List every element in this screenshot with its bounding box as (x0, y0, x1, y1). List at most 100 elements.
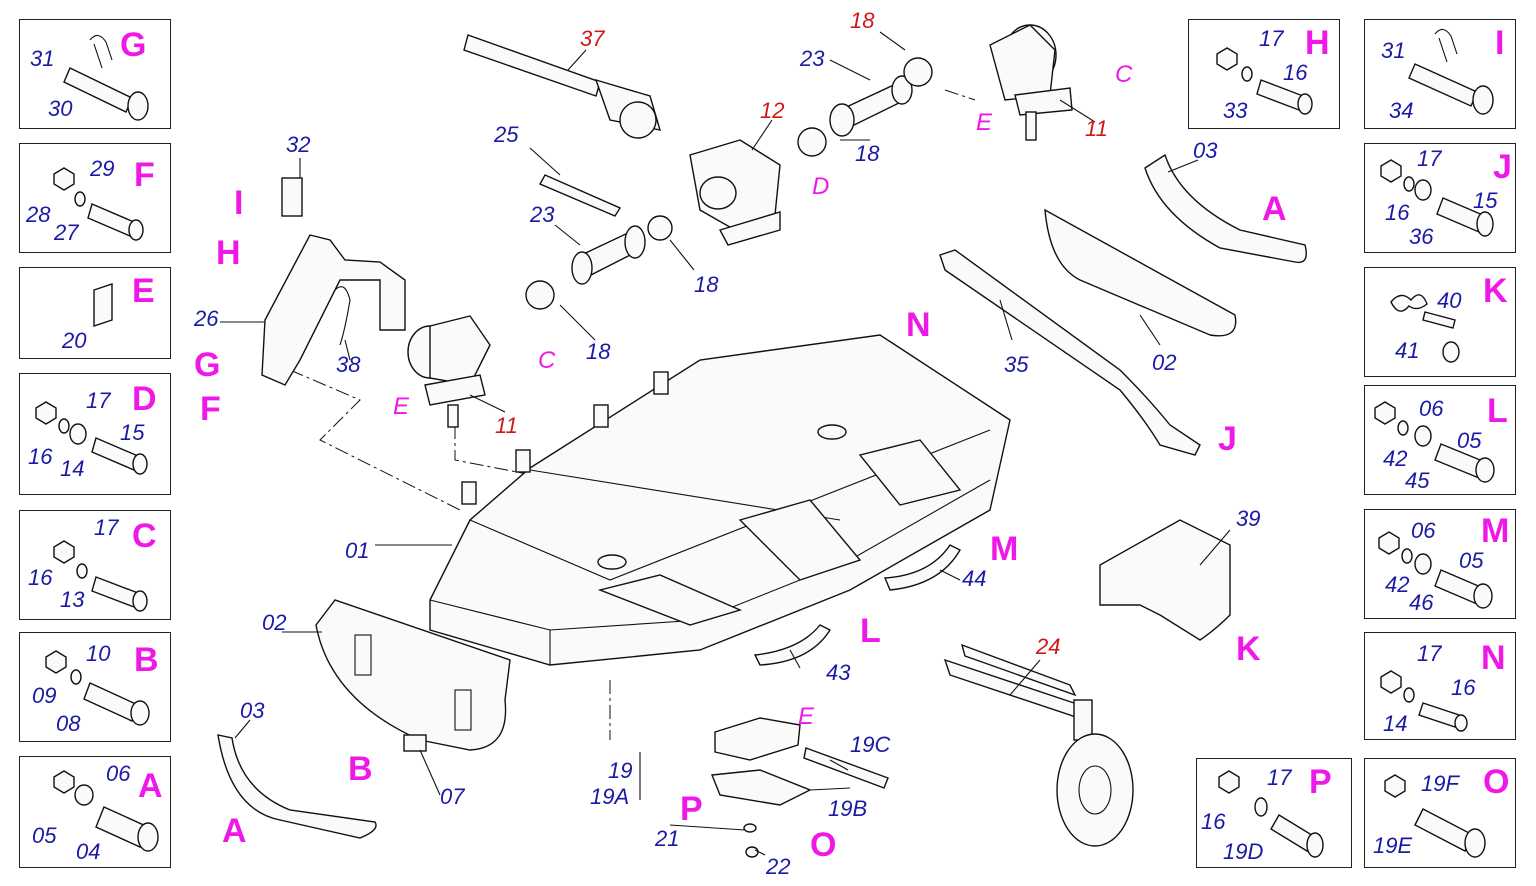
hardware-group-letter: G (120, 26, 147, 64)
hardware-group-letter: F (134, 156, 155, 194)
hardware-callout-c: C (538, 347, 556, 374)
callout-01: 01 (345, 538, 370, 563)
part-number: 29 (90, 156, 115, 181)
part-number: 09 (32, 683, 57, 708)
part-number: 16 (28, 444, 53, 469)
bolt-icon (53, 167, 144, 241)
part-number: 45 (1405, 468, 1430, 493)
hardware-group-letter: O (1483, 763, 1510, 801)
guard-plate-l (753, 624, 832, 666)
part-number: 16 (1283, 60, 1308, 85)
legend-box-k: 40 41 K (1364, 267, 1516, 377)
spacer-block (403, 734, 427, 752)
guard-plate-m (883, 544, 961, 591)
skid-bracket-left (217, 734, 377, 839)
legend-box-m: 06 42 05 46 M (1364, 509, 1516, 619)
part-number: 46 (1409, 590, 1434, 615)
sprocket (647, 215, 673, 241)
part-number: 13 (60, 587, 85, 612)
hitch-frame (261, 234, 406, 386)
part-number: 19D (1223, 839, 1264, 864)
part-number: 14 (60, 456, 85, 481)
sprocket (797, 127, 827, 157)
mower-deck (429, 334, 1011, 666)
hardware-callout-h: H (216, 234, 241, 272)
skid-shoe-right (1044, 208, 1237, 337)
hardware-callout-i: I (234, 184, 244, 222)
legend-box-l: 06 42 05 45 L (1364, 385, 1516, 495)
callout-03: 03 (1193, 138, 1218, 163)
callout-11: 11 (1085, 116, 1108, 141)
callout-02: 02 (262, 610, 287, 635)
hardware-group-letter: J (1493, 148, 1512, 186)
callout-18: 18 (586, 339, 611, 364)
callout-26: 26 (194, 306, 219, 331)
blade-spindle (639, 717, 889, 858)
gearbox-shield (1099, 519, 1231, 641)
part-number: 17 (1417, 146, 1442, 171)
part-number: 14 (1383, 711, 1408, 736)
part-number: 36 (1409, 224, 1434, 249)
callout-21: 21 (655, 826, 680, 851)
part-number: 17 (1259, 26, 1284, 51)
legend-box-o: 19F 19E O (1364, 758, 1516, 868)
callout-12: 12 (760, 98, 785, 123)
part-number: 19E (1373, 833, 1413, 858)
part-number: 42 (1383, 446, 1408, 471)
hardware-group-letter: K (1483, 272, 1508, 310)
part-number: 05 (1457, 428, 1482, 453)
bolt-icon (1378, 531, 1493, 609)
callout-19c: 19C (850, 732, 891, 757)
part-number: 06 (106, 761, 131, 786)
hardware-callout-n: N (906, 306, 931, 344)
hardware-callout-g: G (194, 346, 221, 384)
legend-box-f: 29 28 27 F (19, 143, 171, 253)
blade-gearbox-left (407, 315, 491, 428)
bolt-icon (53, 540, 148, 612)
hardware-callout-p: P (680, 790, 703, 828)
part-number: 08 (56, 711, 81, 736)
part-number: 30 (48, 96, 73, 121)
callout-19: 19 (608, 758, 633, 783)
part-number: 16 (1385, 200, 1410, 225)
roller-chain (539, 174, 622, 217)
tail-wheel-assembly (943, 643, 1134, 847)
part-number: 15 (120, 420, 145, 445)
hardware-group-letter: L (1487, 392, 1508, 430)
legend-box-h: 17 16 33 H (1188, 19, 1340, 129)
hardware-callout-e: E (798, 703, 815, 730)
skid-bracket-right (1144, 153, 1307, 264)
callout-19b: 19B (828, 796, 868, 821)
callout-38: 38 (336, 352, 361, 377)
callout-44: 44 (962, 566, 987, 591)
sprocket (903, 57, 933, 87)
hardware-group-letter: E (132, 272, 155, 310)
callout-32: 32 (286, 132, 311, 157)
hardware-callout-c: C (1115, 61, 1133, 88)
part-number: 16 (1451, 675, 1476, 700)
part-number: 41 (1395, 338, 1420, 363)
hardware-group-letter: A (138, 767, 163, 805)
part-number: 05 (1459, 548, 1484, 573)
blade-gearbox-right (989, 24, 1073, 141)
part-number: 31 (1381, 38, 1406, 63)
callout-43: 43 (826, 660, 851, 685)
part-number: 17 (94, 515, 119, 540)
bolt-icon (1380, 159, 1494, 237)
part-number: 04 (76, 839, 101, 864)
part-number: 31 (30, 46, 55, 71)
hardware-callout-a: A (1262, 190, 1287, 228)
part-number: 16 (1201, 809, 1226, 834)
callout-23: 23 (800, 46, 825, 71)
hardware-group-letter: H (1305, 24, 1330, 62)
part-number: 17 (86, 388, 111, 413)
part-number: 05 (32, 823, 57, 848)
part-number: 34 (1389, 98, 1414, 123)
brace-bar (939, 249, 1201, 456)
part-number: 06 (1419, 396, 1444, 421)
part-number: 16 (28, 565, 53, 590)
part-number: 28 (26, 202, 51, 227)
part-number: 33 (1223, 98, 1248, 123)
callout-03: 03 (240, 698, 265, 723)
